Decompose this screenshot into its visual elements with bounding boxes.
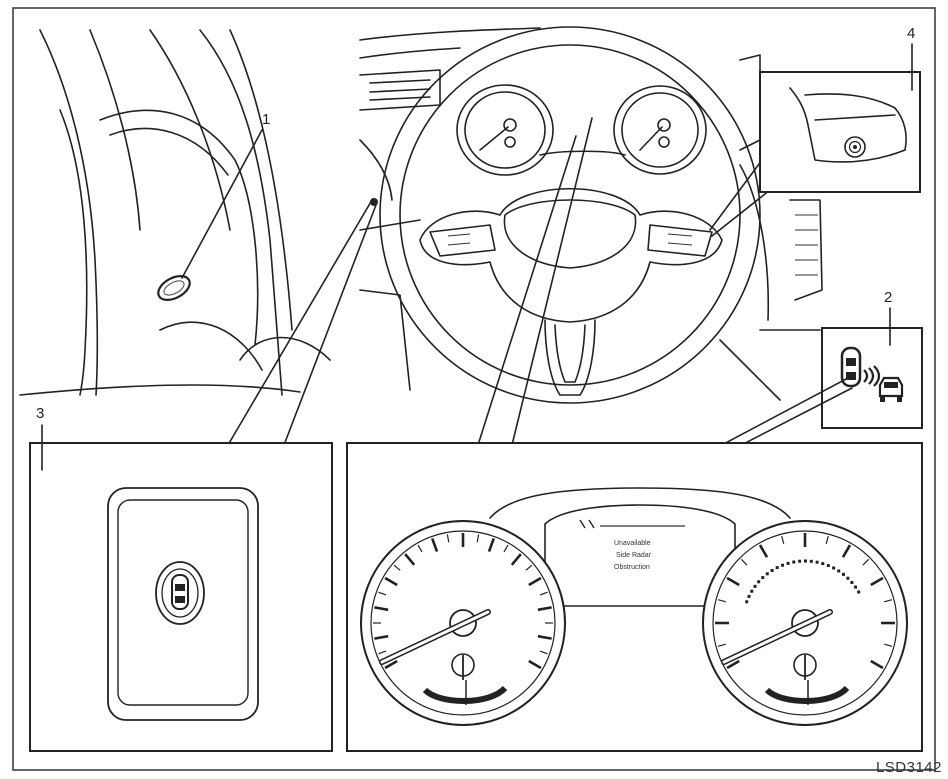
gauge-dot	[781, 563, 785, 567]
gauge-tick	[537, 634, 552, 640]
gauge-tick	[717, 643, 726, 647]
blind-spot-switch-icon	[155, 561, 205, 625]
gauge-tick	[825, 535, 829, 544]
gauge-dot	[775, 566, 779, 570]
gauge-dot	[750, 589, 754, 593]
gauge-tick	[528, 659, 542, 670]
gauge-tick	[446, 534, 450, 543]
gauge-dot	[747, 594, 751, 598]
gauge-tick	[841, 544, 852, 558]
a-pillar-view: 1	[19, 29, 331, 396]
gauge-tick	[374, 606, 389, 612]
gauge-tick	[862, 558, 870, 566]
gauge-dot	[837, 569, 841, 573]
callout-1: 1	[262, 111, 270, 128]
gauge-tick	[758, 544, 769, 558]
switch-zoom-panel: 3	[29, 405, 333, 752]
speedometer-gauge	[360, 520, 566, 726]
gauge-dot	[753, 584, 757, 588]
tachometer-gauge	[702, 520, 908, 726]
gauge-tick	[528, 576, 542, 587]
callout-3: 3	[36, 405, 44, 422]
gauge-tick	[726, 576, 740, 587]
gauge-dot	[857, 590, 861, 594]
gauge-tick	[417, 544, 423, 553]
gauge-tick	[539, 591, 548, 596]
gauge-tick	[525, 564, 533, 571]
callout-4: 4	[907, 25, 915, 42]
gauge-tick	[378, 650, 387, 655]
gauge-dot	[846, 576, 850, 580]
gauge-tick	[870, 659, 884, 670]
gauge-tick	[726, 659, 740, 670]
gauge-tick	[539, 650, 548, 655]
gauge-dot	[792, 560, 796, 564]
gauge-tick	[870, 576, 884, 587]
callout-2: 2	[884, 289, 892, 306]
gauge-dot	[798, 559, 802, 563]
gauge-tick	[884, 643, 893, 647]
gauge-tick	[487, 537, 496, 553]
gauge-tick	[393, 564, 401, 571]
gauge-tick	[430, 537, 439, 553]
side-radar-warning-icon	[840, 346, 904, 402]
gauge-tick	[781, 535, 785, 544]
gauge-tick	[378, 591, 387, 596]
gauge-dot	[841, 572, 845, 576]
gauge-tick	[476, 534, 480, 543]
gauge-tick	[717, 599, 726, 603]
gauge-dot	[786, 561, 790, 565]
gauge-tick	[384, 659, 398, 670]
gauge-tick	[510, 553, 522, 566]
gauge-dot	[826, 564, 830, 568]
gauge-tick	[404, 553, 416, 566]
display-line-side-radar: Side Radar	[616, 552, 652, 559]
gauge-dot	[815, 560, 819, 564]
steering-switch-detail: 4	[759, 25, 921, 193]
display-line-unavailable: Unavailable	[614, 540, 651, 547]
pillar-indicator-icon	[157, 274, 191, 302]
cluster-zoom-panel: Unavailable Side Radar Obstruction	[346, 442, 923, 752]
multi-info-display: Unavailable Side Radar Obstruction	[579, 519, 685, 571]
gauge-dot	[765, 572, 769, 576]
figure-reference-code: LSD3142	[875, 759, 942, 776]
gauge-tick	[384, 576, 398, 587]
gauge-tick	[503, 544, 509, 553]
gauge-dot	[803, 559, 807, 563]
gauge-dot	[821, 562, 825, 566]
gauge-dot	[809, 559, 813, 563]
gauge-dot	[850, 580, 854, 584]
gauge-tick	[537, 606, 552, 612]
gauge-dot	[761, 576, 765, 580]
display-line-obstruction: Obstruction	[614, 564, 650, 571]
gauge-tick	[740, 558, 748, 566]
gauge-dot	[832, 566, 836, 570]
gauge-tick	[884, 599, 893, 603]
gauge-dot	[745, 600, 749, 604]
gauge-dot	[757, 580, 761, 584]
gauge-dot	[770, 568, 774, 572]
gauge-tick	[374, 634, 389, 640]
gauge-dot	[854, 585, 858, 589]
